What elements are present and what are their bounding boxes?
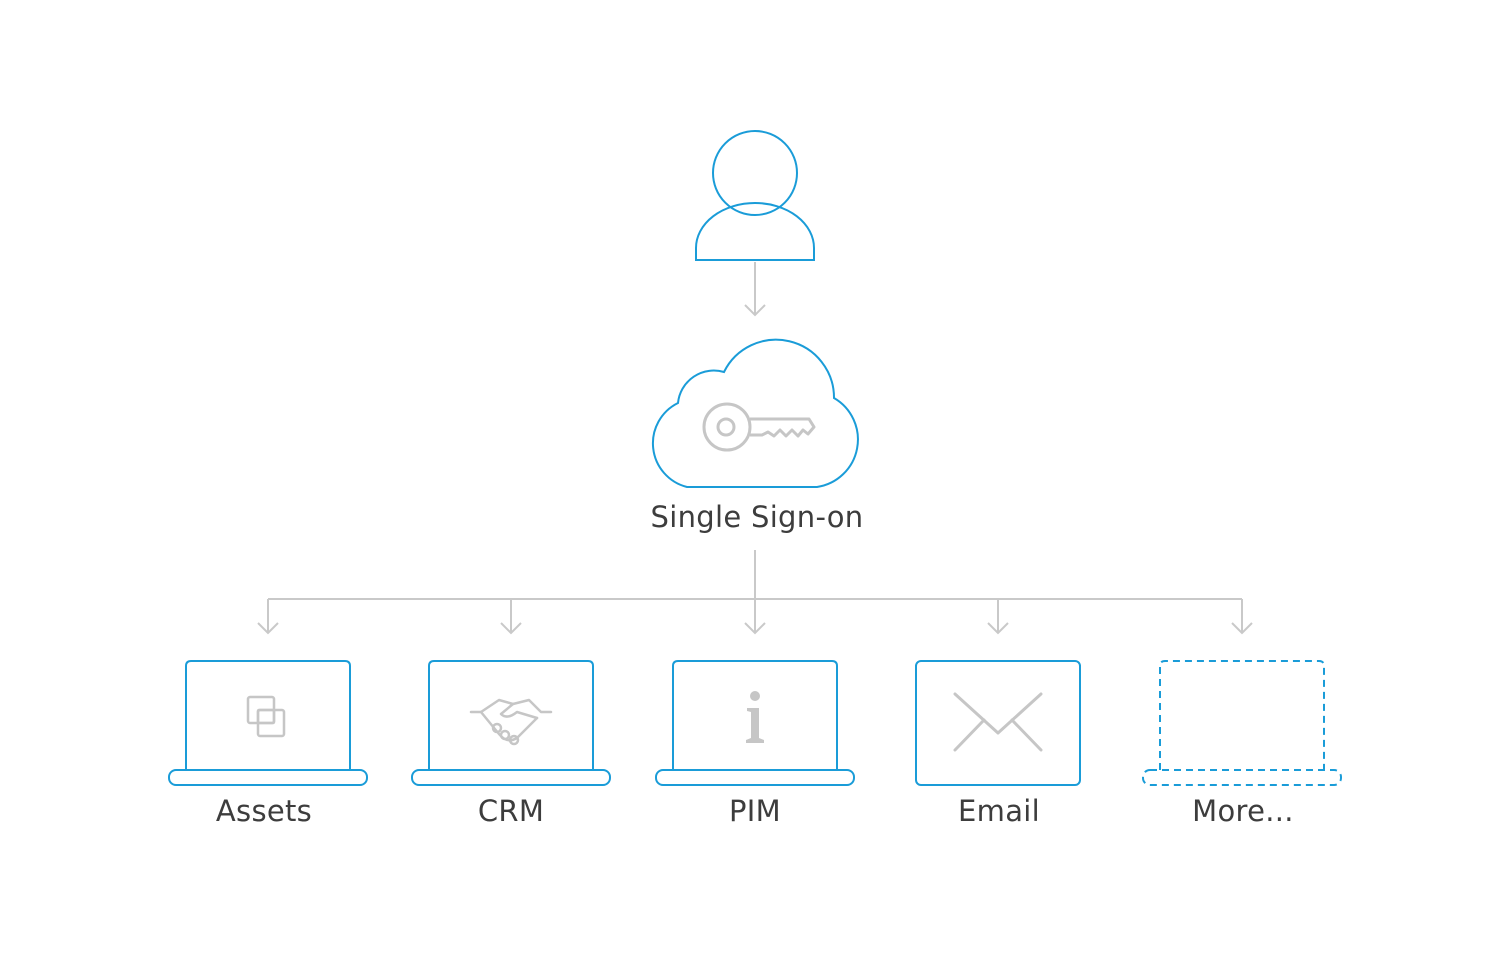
app-device-assets xyxy=(168,660,368,786)
key-icon xyxy=(702,402,816,452)
envelope-icon xyxy=(953,692,1043,752)
app-device-pim xyxy=(655,660,855,786)
connector-arrow-4 xyxy=(1231,599,1253,635)
app-label-email: Email xyxy=(958,794,1040,828)
app-device-crm xyxy=(411,660,611,786)
connector-arrow-1 xyxy=(500,599,522,635)
handshake-icon xyxy=(469,698,553,746)
app-devices xyxy=(168,660,1342,786)
connector-sso-to-apps xyxy=(257,550,1253,635)
connector-arrow-2 xyxy=(744,599,766,635)
app-label-more: More... xyxy=(1192,794,1294,828)
app-label-pim: PIM xyxy=(729,794,781,828)
connector-arrow-3 xyxy=(987,599,1009,635)
cloud-key-icon xyxy=(651,338,859,488)
app-device-email xyxy=(915,660,1081,786)
connector-arrow-0 xyxy=(257,599,279,635)
app-device-more xyxy=(1142,660,1342,786)
connector-user-to-sso xyxy=(744,262,766,317)
app-label-crm: CRM xyxy=(477,794,545,828)
user-icon xyxy=(695,130,815,261)
info-icon xyxy=(746,691,764,743)
sso-label: Single Sign-on xyxy=(650,500,864,534)
app-label-assets: Assets xyxy=(215,794,313,828)
assets-icon xyxy=(246,695,286,738)
